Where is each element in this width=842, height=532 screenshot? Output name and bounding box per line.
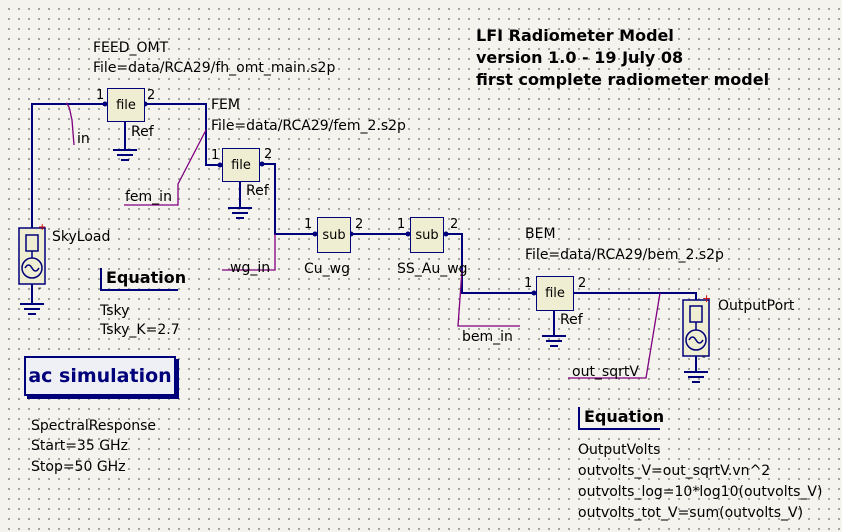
bem-block-label: file: [545, 286, 565, 301]
feed-omt-ref: Ref: [131, 124, 154, 140]
equation1-title[interactable]: Equation: [106, 268, 187, 287]
equation2-line-3: outvolts_tot_V=sum(outvolts_V): [578, 505, 804, 521]
ground-bem: [542, 335, 566, 347]
equation1-underline: [100, 289, 178, 291]
equation2-name: OutputVolts: [578, 442, 661, 458]
equation2-marker: [578, 407, 580, 429]
node-label-bem-in[interactable]: bem_in: [462, 329, 513, 345]
bem-file: File=data/RCA29/bem_2.s2p: [525, 247, 724, 263]
cu-wg-block[interactable]: sub: [317, 217, 351, 253]
simulation-stop: Stop=50 GHz: [31, 459, 126, 475]
title-line-3: first complete radiometer model: [476, 70, 770, 89]
node-label-out-sqrtv[interactable]: out_sqrtV: [572, 364, 639, 380]
svg-text:+: +: [38, 222, 46, 233]
fem-ref: Ref: [246, 183, 269, 199]
svg-text:-: -: [38, 283, 42, 294]
fem-block-label: file: [231, 157, 251, 173]
bem-pin1: 1: [524, 276, 533, 291]
ac-simulation-block[interactable]: ac simulation: [24, 356, 176, 396]
wire-fem-cu: [262, 163, 315, 235]
fem-pin2: 2: [264, 147, 273, 162]
equation2-underline: [578, 428, 660, 430]
equation2-line-2: outvolts_log=10*log10(outvolts_V): [578, 484, 823, 500]
cu-wg-name: Cu_wg: [304, 261, 350, 277]
equation1-line-1: Tsky_K=2.7: [100, 322, 180, 338]
skyload-name: SkyLoad: [52, 229, 111, 245]
fem-pin1: 1: [211, 148, 220, 163]
equation1-name: Tsky: [100, 303, 130, 319]
ground-feed: [113, 149, 137, 161]
ground-fem: [228, 207, 252, 219]
node-label-fem-in[interactable]: fem_in: [125, 189, 172, 205]
leader-out: [568, 292, 661, 379]
feed-omt-block[interactable]: file: [107, 88, 145, 122]
equation2-line-1: outvolts_V=out_sqrtV.vn^2: [578, 463, 771, 479]
feed-omt-pin1: 1: [96, 88, 105, 103]
ss-au-wg-pin2: 2: [450, 217, 459, 232]
node-label-in[interactable]: in: [77, 131, 90, 147]
cu-wg-pin1: 1: [304, 217, 313, 232]
title-line-1: LFI Radiometer Model: [476, 26, 674, 45]
wire-ss-bem: [446, 233, 534, 294]
outputport-symbol: + -: [682, 292, 711, 363]
node-label-wg-in[interactable]: wg_in: [230, 260, 271, 276]
bem-pin2: 2: [578, 276, 587, 291]
ground-skyload: [20, 303, 44, 315]
ss-au-wg-block[interactable]: sub: [410, 217, 444, 253]
leader-wg-in: [222, 234, 276, 271]
ss-au-wg-name: SS_Au_wg: [397, 261, 468, 277]
bem-block[interactable]: file: [536, 276, 574, 311]
cu-wg-pin2: 2: [355, 217, 364, 232]
feed-omt-block-label: file: [116, 97, 136, 113]
svg-text:-: -: [702, 352, 706, 363]
outputport-name: OutputPort: [718, 298, 795, 314]
feed-omt-file: File=data/RCA29/fh_omt_main.s2p: [93, 60, 336, 76]
feed-omt-pin2: 2: [147, 88, 156, 103]
cu-wg-block-label: sub: [322, 227, 346, 243]
equation2-title[interactable]: Equation: [584, 407, 665, 426]
simulation-name: SpectralResponse: [31, 418, 157, 434]
fem-name: FEM: [211, 97, 240, 113]
leader-bem-in: [457, 269, 520, 327]
feed-omt-name: FEED_OMT: [93, 40, 169, 56]
wire-feed-fem: [145, 103, 220, 166]
skyload-symbol: + -: [18, 222, 46, 294]
ss-au-wg-block-label: sub: [415, 227, 439, 243]
svg-text:+: +: [702, 292, 711, 305]
leader-in: [65, 102, 75, 146]
equation1-marker: [100, 268, 102, 290]
wire-skyload-feed: [31, 103, 105, 228]
leader-fem-in: [124, 129, 207, 206]
bem-name: BEM: [525, 226, 556, 242]
simulation-start: Start=35 GHz: [31, 438, 128, 454]
title-line-2: version 1.0 - 19 July 08: [476, 48, 684, 67]
fem-file: File=data/RCA29/fem_2.s2p: [211, 118, 406, 134]
ac-simulation-label: ac simulation: [28, 365, 172, 387]
fem-block[interactable]: file: [222, 148, 260, 182]
bem-ref: Ref: [560, 312, 583, 328]
wire-bem-out: [572, 292, 697, 302]
ss-au-wg-pin1: 1: [397, 217, 406, 232]
ground-outputport: [684, 371, 708, 383]
